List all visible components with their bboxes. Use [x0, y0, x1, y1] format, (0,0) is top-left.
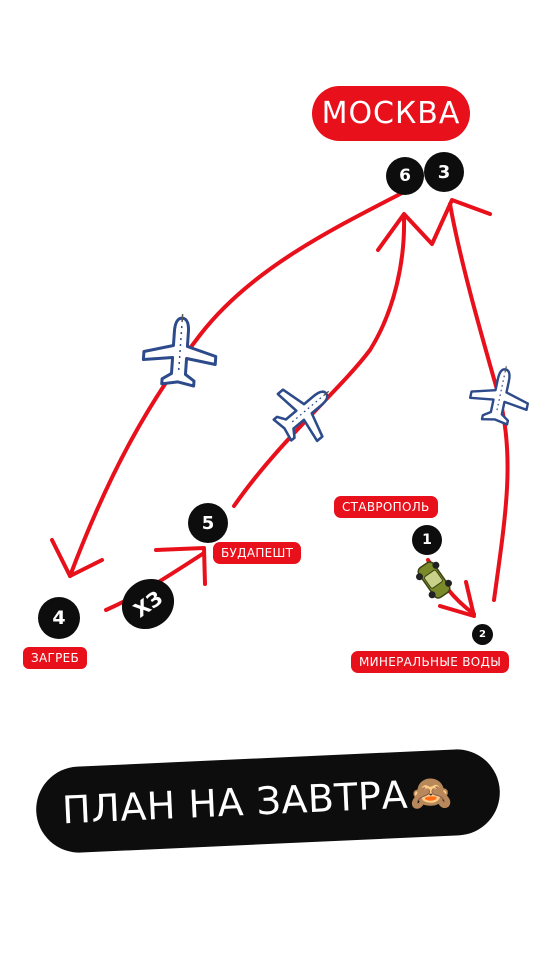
- city-label-zagreb: ЗАГРЕБ: [23, 647, 88, 669]
- airplane-icon: [261, 366, 350, 455]
- marker-1: 1: [412, 525, 442, 555]
- arrowhead-minvody: [438, 580, 476, 618]
- marker-2: 2: [472, 624, 493, 645]
- city-label-budapest: БУДАПЕШТ: [213, 542, 302, 564]
- see-no-evil-monkey-icon: 🙈: [408, 773, 454, 814]
- city-label-stavropol: СТАВРОПОЛЬ: [334, 496, 438, 518]
- route-budapest-moscow: [232, 216, 407, 508]
- marker-3: 3: [424, 152, 464, 192]
- route-moscow-zagreb: [68, 190, 406, 578]
- banner-text: ПЛАН НА ЗАВТРА: [61, 772, 409, 833]
- marker-6: 6: [386, 157, 424, 195]
- arrowhead-zagreb: [50, 538, 104, 578]
- airplane-icon: [465, 359, 536, 430]
- marker-5: 5: [188, 503, 228, 543]
- airplane-icon: [140, 310, 221, 389]
- car-icon: [415, 561, 453, 599]
- arrowhead-budapest: [154, 546, 207, 586]
- moscow-label: МОСКВА: [312, 86, 470, 141]
- arrowhead-moscow-a: [376, 198, 492, 252]
- city-label-min-vody: МИНЕРАЛЬНЫЕ ВОДЫ: [351, 651, 510, 673]
- marker-4: 4: [38, 597, 80, 639]
